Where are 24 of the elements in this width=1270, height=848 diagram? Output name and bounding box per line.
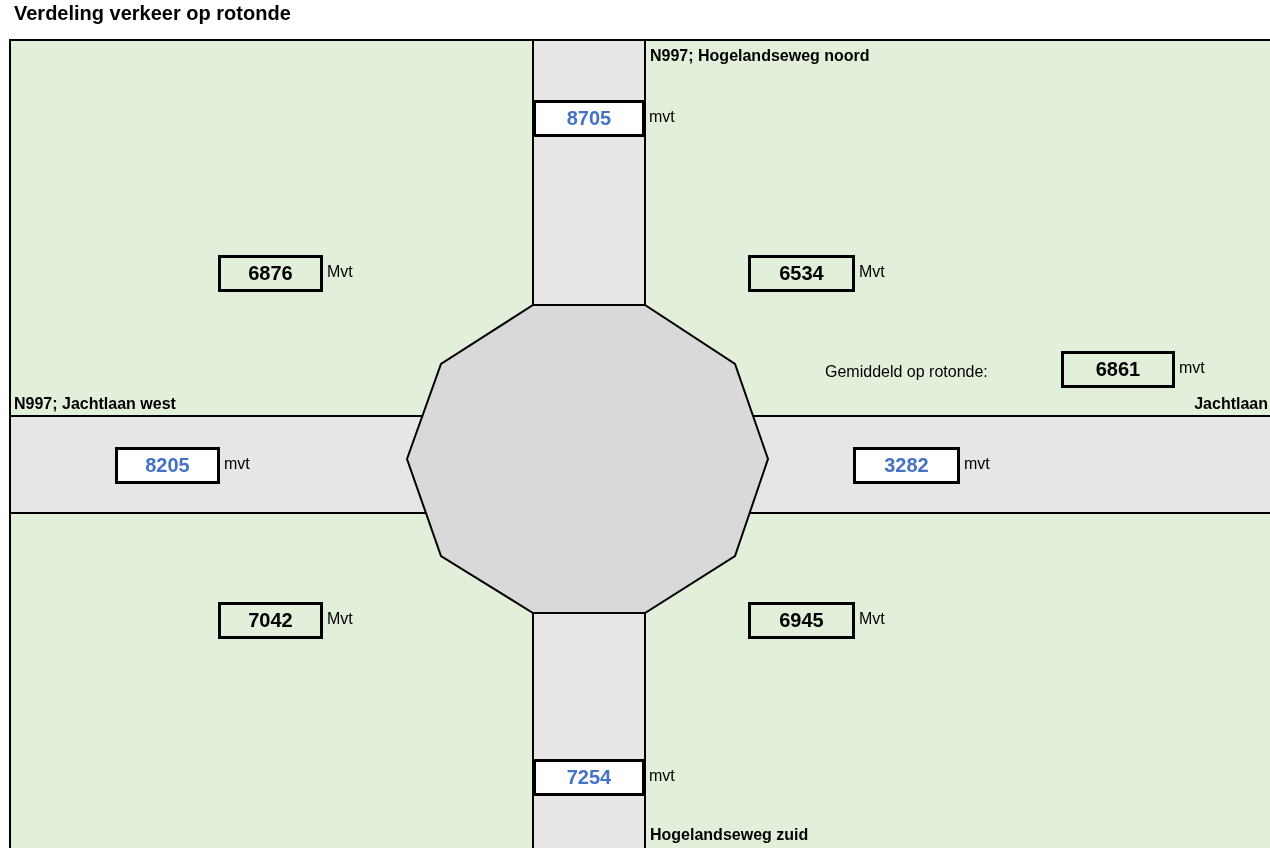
- unit-label: mvt: [649, 108, 675, 126]
- diagram-title: Verdeling verkeer op rotonde: [14, 2, 291, 25]
- traffic-count-box: 6861: [1061, 351, 1175, 388]
- traffic-count-box: 3282: [853, 447, 960, 484]
- traffic-count-box: 7254: [533, 759, 645, 796]
- traffic-count-box: 6534: [748, 255, 855, 292]
- unit-label: Mvt: [859, 263, 885, 281]
- traffic-count-box: 8205: [115, 447, 220, 484]
- unit-label: mvt: [649, 767, 675, 785]
- road-name: N997; Jachtlaan west: [14, 395, 176, 413]
- traffic-count-box: 7042: [218, 602, 323, 639]
- unit-label: mvt: [224, 455, 250, 473]
- traffic-count-box: 8705: [533, 100, 645, 137]
- unit-label: Mvt: [327, 263, 353, 281]
- road-name: N997; Hogelandseweg noord: [650, 47, 870, 65]
- unit-label: mvt: [964, 455, 990, 473]
- road-name: Hogelandseweg zuid: [650, 826, 809, 844]
- unit-label: mvt: [1179, 359, 1205, 377]
- road-name: Jachtlaan: [1194, 395, 1268, 413]
- unit-label: Mvt: [859, 610, 885, 628]
- unit-label: Mvt: [327, 610, 353, 628]
- average-label: Gemiddeld op rotonde:: [825, 363, 988, 381]
- traffic-count-box: 6945: [748, 602, 855, 639]
- traffic-count-box: 6876: [218, 255, 323, 292]
